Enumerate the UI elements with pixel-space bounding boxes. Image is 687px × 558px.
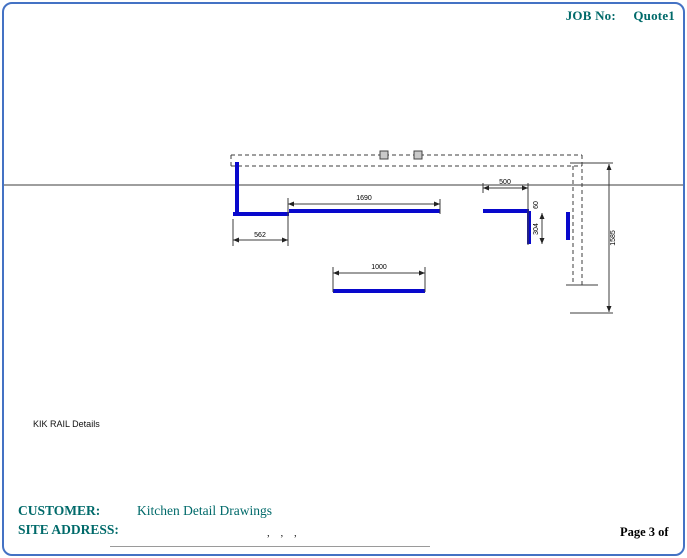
- customer-label: CUSTOMER:: [18, 503, 101, 518]
- fixing-block-2: [413, 150, 423, 160]
- site-address-label: SITE ADDRESS:: [18, 522, 119, 537]
- dim-1000-label: 1000: [371, 264, 387, 271]
- job-no-value: Quote1: [633, 8, 675, 23]
- fixing-block-1: [379, 150, 389, 160]
- page-number: Page 3 of: [620, 525, 669, 539]
- customer-value: Kitchen Detail Drawings: [137, 503, 272, 518]
- dim-304-label: 304: [533, 223, 540, 235]
- job-no: JOB No: Quote1: [566, 8, 675, 24]
- dim-1690-label: 1690: [356, 195, 372, 202]
- dim-1585-label: 1585: [610, 230, 617, 246]
- site-address-underline: [110, 546, 430, 547]
- dim-500-label: 500: [499, 179, 511, 186]
- dim-60-label: 60: [533, 201, 540, 209]
- job-no-label: JOB No:: [565, 8, 616, 23]
- site-address-value: , , ,: [267, 527, 301, 539]
- drawing-title: KIK RAIL Details: [33, 419, 100, 429]
- dim-562-label: 562: [254, 232, 266, 239]
